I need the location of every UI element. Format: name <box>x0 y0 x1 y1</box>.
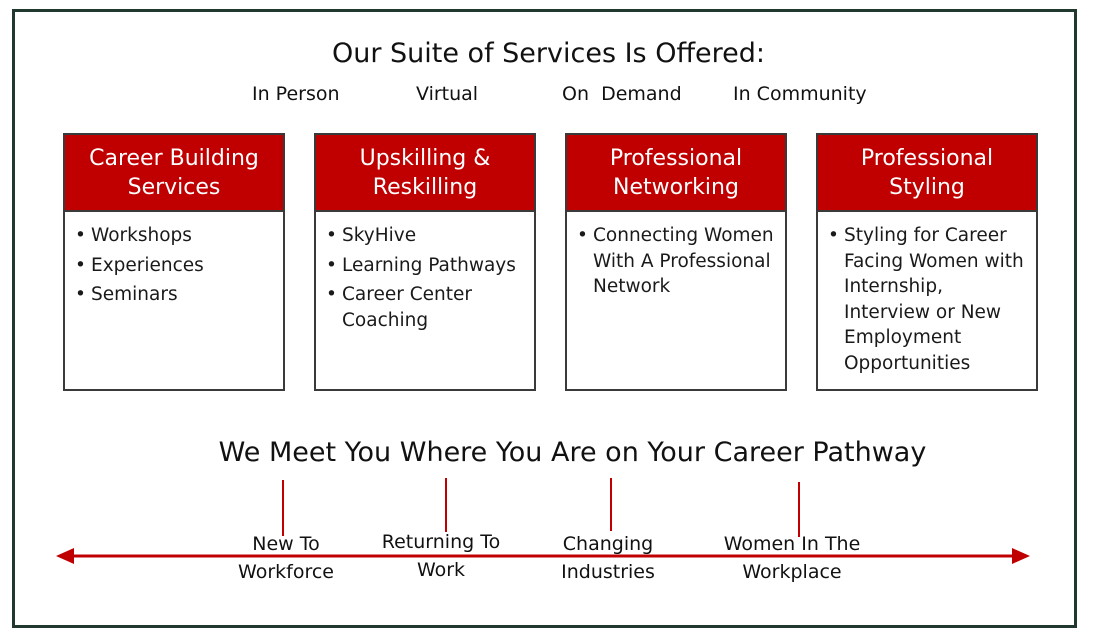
service-card-career-building: Career Building Services Workshops Exper… <box>63 133 285 391</box>
list-item: Experiences <box>75 253 277 279</box>
list-item: Learning Pathways <box>326 253 528 279</box>
service-heading: Professional Styling <box>818 135 1036 212</box>
stage-women-in-workplace: Women In The Workplace <box>712 530 872 586</box>
service-item-list: Connecting Women With A Professional Net… <box>567 212 785 300</box>
pathway-title: We Meet You Where You Are on Your Career… <box>218 437 927 468</box>
stage-label-line: Work <box>416 559 466 581</box>
service-heading: Professional Networking <box>567 135 785 212</box>
mode-in-person: In Person <box>252 83 340 105</box>
list-item: Workshops <box>75 223 277 249</box>
mode-in-community: In Community <box>733 83 867 105</box>
page-title: Our Suite of Services Is Offered: <box>331 38 766 69</box>
service-card-networking: Professional Networking Connecting Women… <box>565 133 787 391</box>
stage-label-line: Industries <box>561 561 655 583</box>
list-item: Seminars <box>75 282 277 308</box>
stage-changing-industries: Changing Industries <box>548 530 668 586</box>
list-item: Styling for Career Facing Women with Int… <box>828 223 1030 376</box>
service-card-styling: Professional Styling Styling for Career … <box>816 133 1038 391</box>
stage-label-line: Changing <box>562 533 654 555</box>
diagram-frame <box>12 9 1077 628</box>
list-item: Connecting Women With A Professional Net… <box>577 223 779 300</box>
service-heading: Upskilling & Reskilling <box>316 135 534 212</box>
stage-label-line: Women In The <box>723 533 861 555</box>
list-item: SkyHive <box>326 223 528 249</box>
stage-label-line: Workplace <box>742 561 842 583</box>
mode-on-demand: On Demand <box>562 83 682 105</box>
service-card-upskilling: Upskilling & Reskilling SkyHive Learning… <box>314 133 536 391</box>
list-item: Career Center Coaching <box>326 282 528 333</box>
service-item-list: Styling for Career Facing Women with Int… <box>818 212 1036 376</box>
service-item-list: SkyHive Learning Pathways Career Center … <box>316 212 534 333</box>
stage-label-line: New To <box>252 533 320 555</box>
stage-new-to-workforce: New To Workforce <box>226 530 346 586</box>
stage-label-line: Workforce <box>238 561 334 583</box>
mode-virtual: Virtual <box>416 83 479 105</box>
stage-returning-to-work: Returning To Work <box>371 528 511 584</box>
stage-label-line: Returning To <box>381 531 501 553</box>
service-heading: Career Building Services <box>65 135 283 212</box>
service-item-list: Workshops Experiences Seminars <box>65 212 283 308</box>
